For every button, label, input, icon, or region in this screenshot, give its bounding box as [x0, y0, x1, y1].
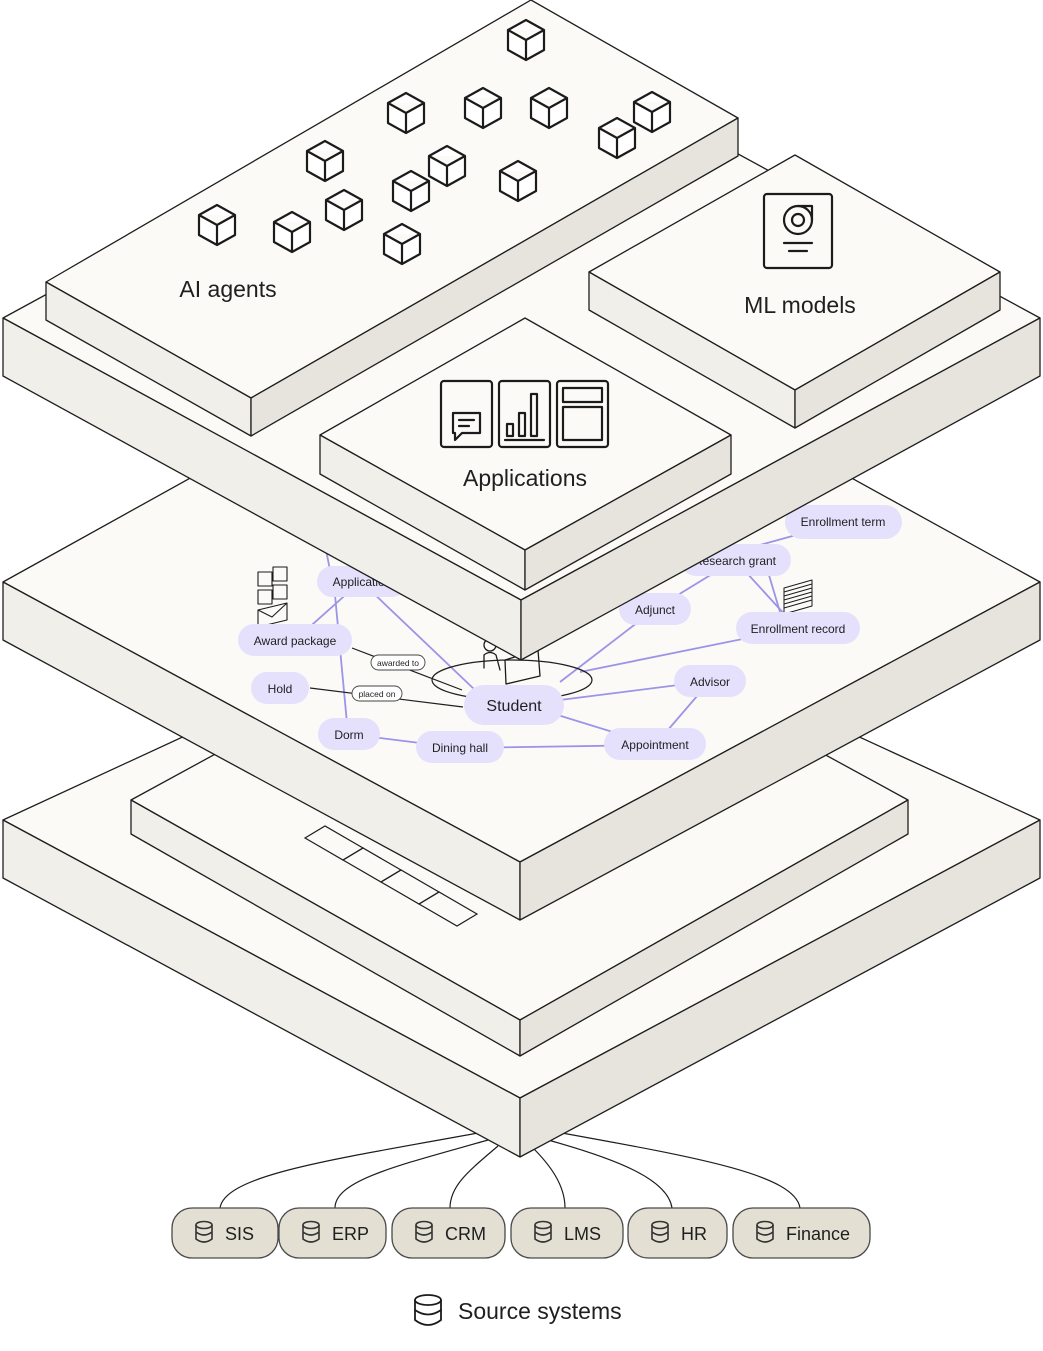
ml-model-icon: [762, 192, 834, 270]
agent-cube-icon: [391, 169, 431, 213]
node-enrollment-record-label: Enrollment record: [751, 622, 846, 636]
node-student-label: Student: [486, 698, 542, 715]
source-systems-title: Source systems: [414, 1294, 622, 1326]
ai-layer: AI agents ML models: [2, 0, 1041, 661]
node-research-grant-label: Research grant: [694, 554, 777, 568]
database-icon: [756, 1220, 774, 1243]
layout-app-icon: [555, 379, 610, 449]
chat-app-icon: [439, 379, 494, 449]
node-hold[interactable]: Hold: [251, 672, 309, 704]
agent-cube-icon: [506, 18, 546, 62]
ml-models-label: ML models: [744, 292, 856, 318]
node-appointment[interactable]: Appointment: [604, 728, 706, 760]
agent-cube-icon: [597, 116, 637, 160]
edge-label-placed-on: placed on: [351, 685, 403, 702]
source-pill-crm[interactable]: CRM: [391, 1207, 506, 1259]
node-award-package-label: Award package: [254, 634, 337, 648]
node-hold-label: Hold: [268, 682, 293, 696]
node-dining-hall-label: Dining hall: [432, 741, 488, 755]
source-pill-label: LMS: [564, 1224, 601, 1244]
agent-cube-icon: [386, 91, 426, 135]
source-pill-lms[interactable]: LMS: [510, 1207, 624, 1259]
source-connectors: [219, 1132, 801, 1209]
agent-cube-icon: [324, 188, 364, 232]
agent-cube-icon: [305, 139, 345, 183]
database-icon: [195, 1220, 213, 1243]
node-dining-hall[interactable]: Dining hall: [416, 731, 504, 763]
ai-agents-panel[interactable]: AI agents: [45, 0, 739, 437]
svg-text:placed on: placed on: [359, 689, 396, 699]
agent-cube-icon: [272, 210, 312, 254]
database-icon: [415, 1220, 433, 1243]
agent-cube-icon: [382, 222, 422, 266]
node-enrollment-term[interactable]: Enrollment term: [785, 505, 902, 539]
source-systems: SIS ERP CRM LMS HR Finance: [171, 1207, 871, 1259]
source-pill-label: SIS: [225, 1224, 254, 1244]
svg-text:awarded to: awarded to: [377, 658, 419, 668]
source-pill-label: HR: [681, 1224, 707, 1244]
source-pill-finance[interactable]: Finance: [732, 1207, 871, 1259]
source-pill-label: ERP: [332, 1224, 369, 1244]
node-student[interactable]: Student: [464, 685, 564, 725]
node-adjunct-label: Adjunct: [635, 603, 676, 617]
chart-app-icon: [497, 379, 552, 449]
node-appointment-label: Appointment: [621, 738, 689, 752]
database-icon: [302, 1220, 320, 1243]
slot-mark: [417, 891, 479, 927]
node-advisor[interactable]: Advisor: [674, 665, 746, 697]
database-icon: [651, 1220, 669, 1243]
source-pill-label: CRM: [445, 1224, 486, 1244]
ontology-layer: Application Award package Hold Dorm Dini…: [2, 294, 1041, 921]
agent-cube-icon: [427, 144, 467, 188]
node-enrollment-term-label: Enrollment term: [801, 515, 886, 529]
agent-cube-icon: [498, 159, 538, 203]
source-pill-label: Finance: [786, 1224, 850, 1244]
applications-label: Applications: [463, 465, 587, 491]
source-systems-label: Source systems: [458, 1298, 622, 1324]
source-pill-sis[interactable]: SIS: [171, 1207, 279, 1259]
agent-cube-icon: [463, 86, 503, 130]
source-pill-erp[interactable]: ERP: [278, 1207, 387, 1259]
node-advisor-label: Advisor: [690, 675, 730, 689]
ai-agents-label: AI agents: [179, 276, 276, 302]
database-icon: [414, 1294, 442, 1326]
agent-cube-icon: [197, 203, 237, 247]
node-dorm[interactable]: Dorm: [318, 718, 380, 750]
source-pill-hr[interactable]: HR: [627, 1207, 728, 1259]
agent-cubes: [197, 18, 672, 266]
edge-label-awarded-to: awarded to: [370, 654, 426, 671]
ml-models-panel[interactable]: ML models: [588, 154, 1001, 429]
node-enrollment-record[interactable]: Enrollment record: [736, 612, 860, 644]
node-award-package[interactable]: Award package: [238, 624, 352, 656]
table-icon: [783, 579, 813, 615]
graph-nodes: Application Award package Hold Dorm Dini…: [238, 505, 902, 763]
form-icon: [257, 566, 288, 628]
agent-cube-icon: [632, 90, 672, 134]
agent-cube-icon: [529, 86, 569, 130]
database-icon: [534, 1220, 552, 1243]
applications-panel[interactable]: Applications: [319, 317, 732, 591]
node-adjunct[interactable]: Adjunct: [619, 593, 691, 625]
node-dorm-label: Dorm: [334, 728, 363, 742]
